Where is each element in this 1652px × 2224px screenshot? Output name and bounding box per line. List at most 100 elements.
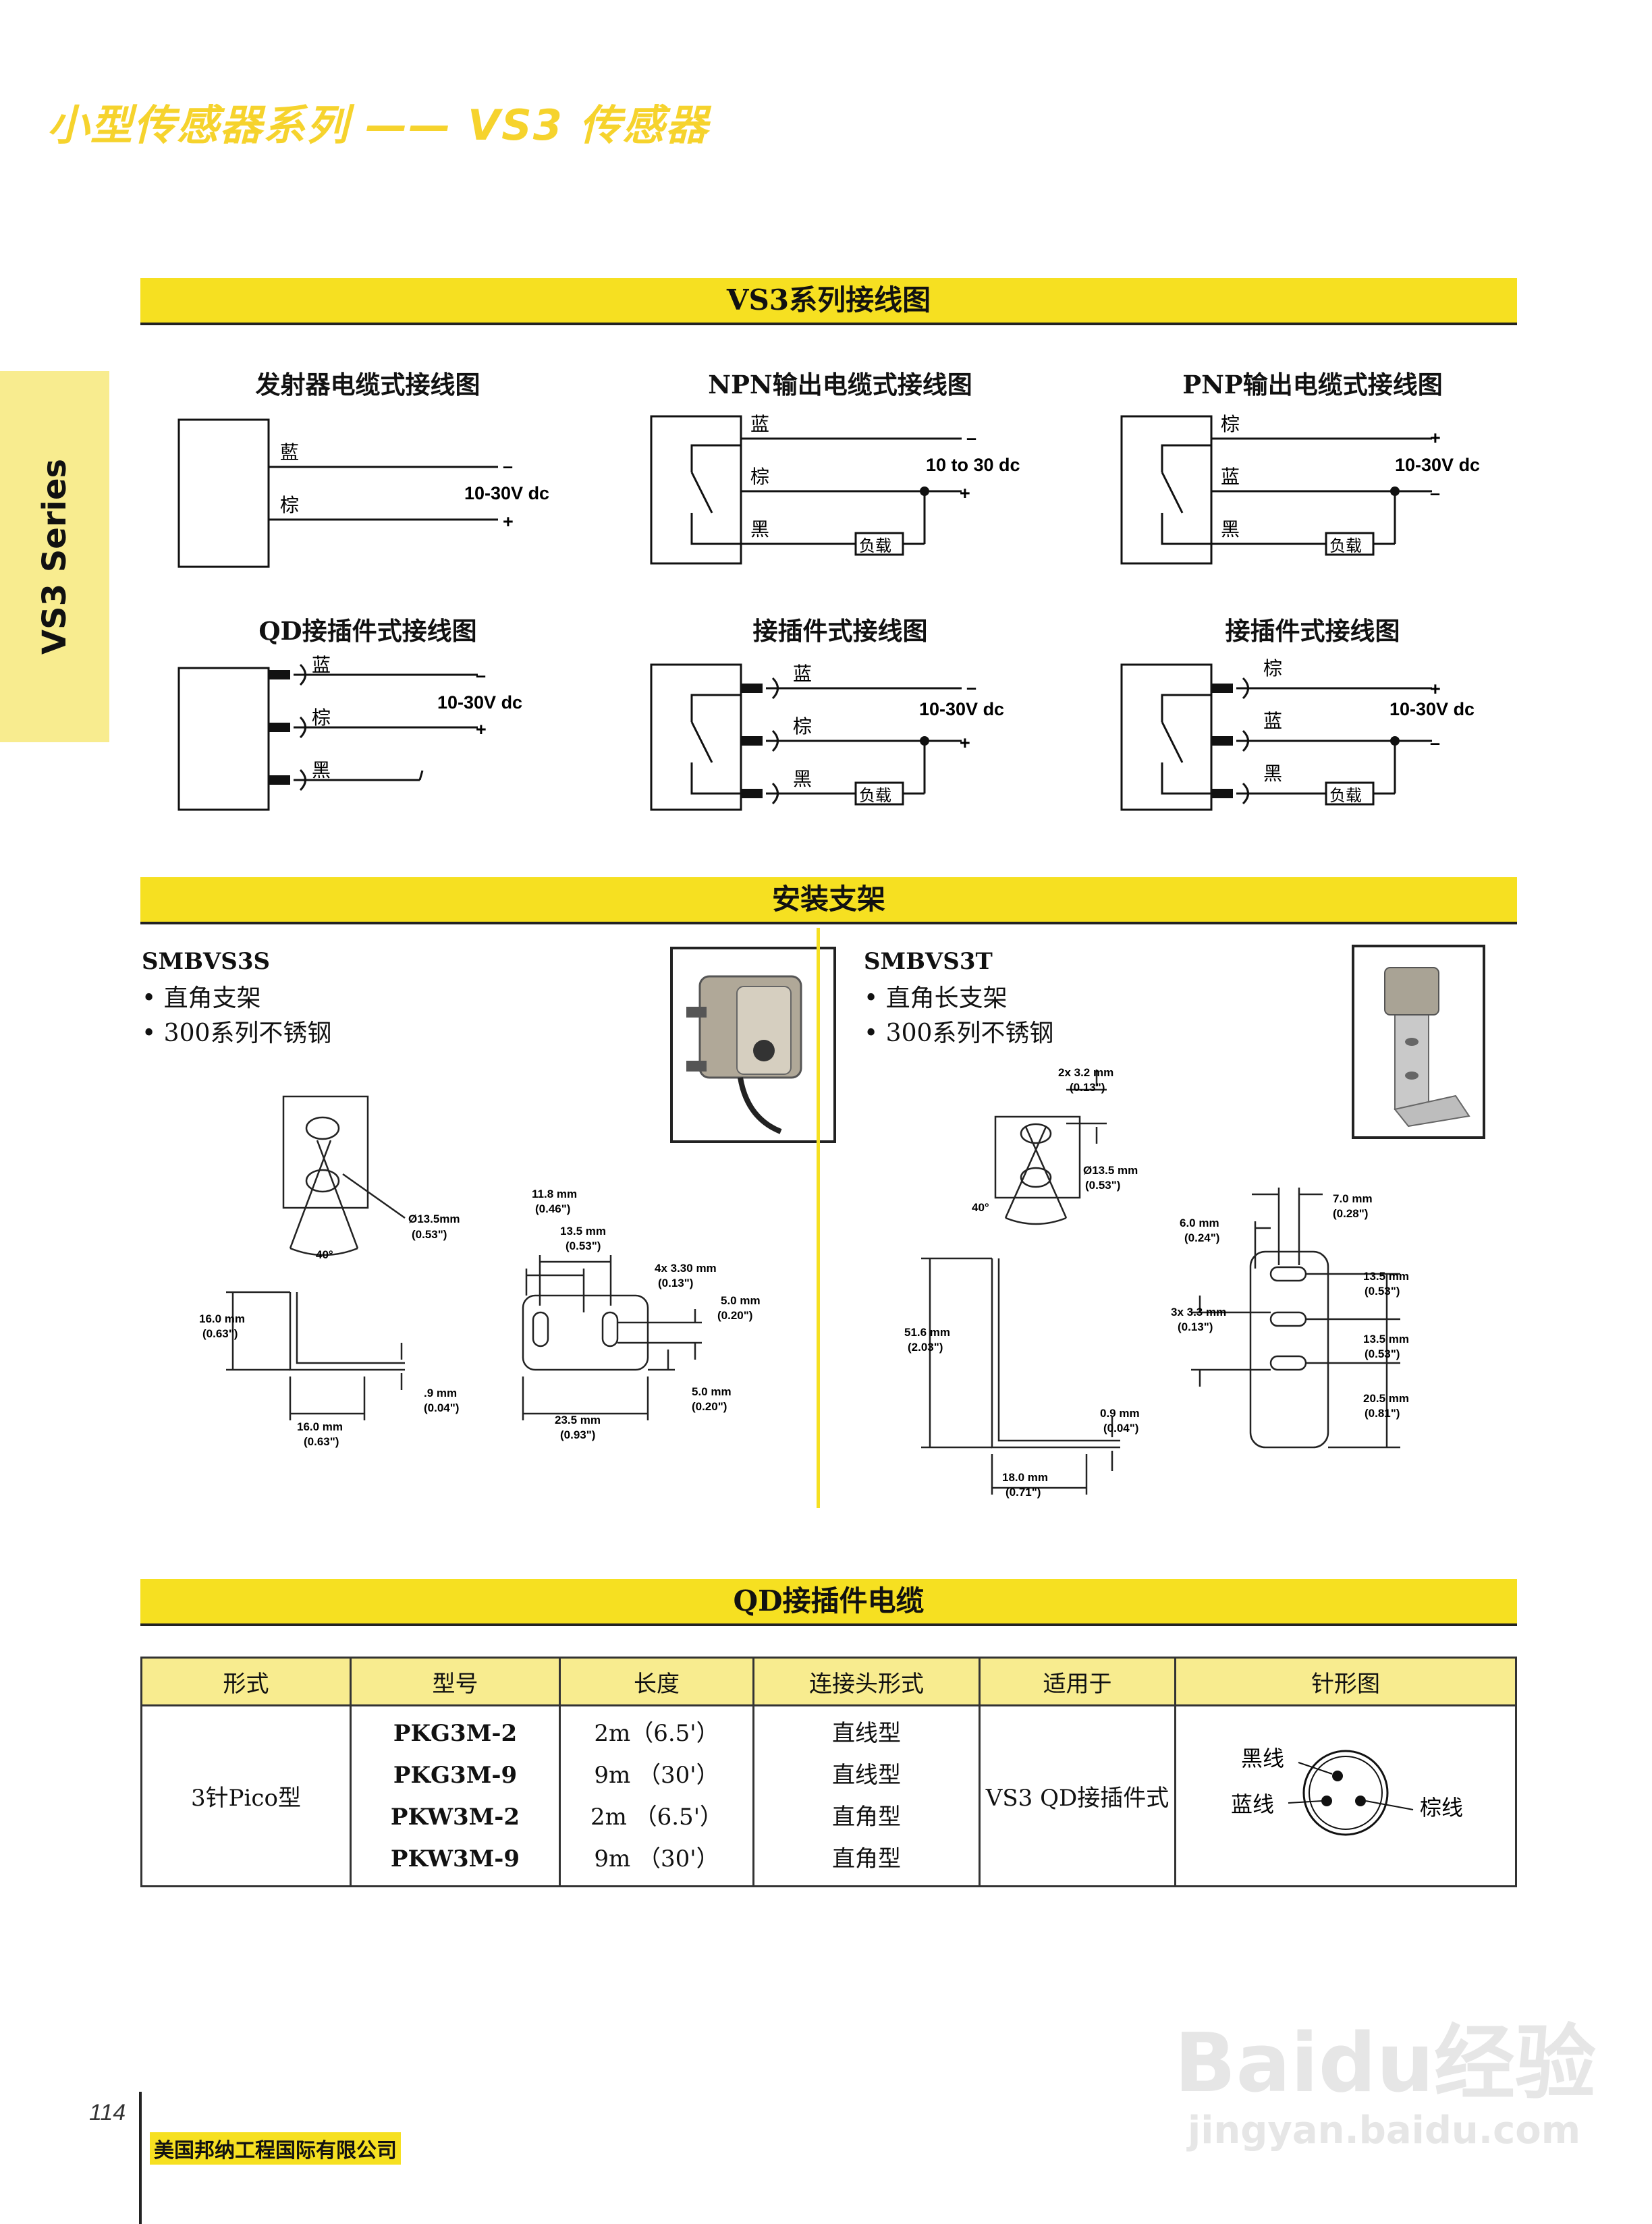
r-w-in: (0.71")	[1006, 1486, 1041, 1499]
d6-voltage: 10-30V dc	[1389, 699, 1475, 719]
diagram-title-2: NPN输出电缆式接线图	[708, 370, 972, 399]
col-applies: 适用于	[979, 1657, 1176, 1706]
pin-diagram: 黑线 蓝线 棕线	[1231, 1746, 1463, 1836]
l-d2: 13.5 mm	[560, 1225, 606, 1238]
r-d1-in: (0.28")	[1333, 1207, 1368, 1220]
l-d5: 5.0 mm	[692, 1385, 732, 1398]
connector-4: 直角型	[832, 1845, 901, 1872]
r-d2: 6.0 mm	[1180, 1217, 1219, 1229]
cable-band: QD接插件电缆	[140, 1579, 1517, 1626]
r-t: 0.9 mm	[1100, 1407, 1140, 1420]
r-h: 51.6 mm	[904, 1326, 950, 1339]
d1-sign-2: +	[503, 511, 514, 532]
model-cell: PKG3M-2 PKG3M-9 PKW3M-2 PKW3M-9	[350, 1705, 561, 1887]
length-cell: 2m（6.5'） 9m （30'） 2m （6.5'） 9m （30'）	[559, 1705, 754, 1887]
d3-wire-1: 棕	[1221, 413, 1240, 435]
brackets-band-title: 安装支架	[771, 883, 885, 916]
diagram-title-1: 发射器电缆式接线图	[255, 370, 480, 399]
footer-rule	[139, 2092, 142, 2224]
d5-wire-3: 黑	[793, 768, 812, 790]
d4-wire-2: 棕	[312, 706, 331, 729]
wiring-diagrams: 藍 棕 – + 10-30V dc 蓝 棕 黑 – + 10 to 30 dc …	[177, 413, 1480, 811]
r-d3: 13.5 mm	[1363, 1270, 1409, 1283]
l-h: 16.0 mm	[199, 1312, 245, 1325]
r-d6: 20.5 mm	[1363, 1392, 1409, 1405]
left-bullet-1: • 直角支架	[142, 984, 261, 1012]
l-d6-in: (0.93")	[560, 1428, 595, 1441]
r-d5: 13.5 mm	[1363, 1333, 1409, 1345]
d3-sign-2: –	[1430, 483, 1440, 503]
r-d1: 7.0 mm	[1333, 1192, 1373, 1205]
l-d3: 4x 3.30 mm	[655, 1262, 717, 1275]
l-w: 16.0 mm	[297, 1420, 343, 1433]
d5-load: 负载	[859, 786, 891, 805]
length-4: 9m （30'）	[594, 1845, 719, 1872]
d2-wire-3: 黑	[750, 518, 769, 540]
bracket-photo	[1352, 945, 1485, 1139]
d4-sign-2: +	[476, 719, 487, 740]
sensor-photo-image	[686, 975, 802, 1134]
d5-sign-2: +	[960, 733, 970, 753]
table-row: 3针Pico型 PKG3M-2 PKG3M-9 PKW3M-2 PKW3M-9 …	[140, 1705, 1517, 1887]
model-1: PKG3M-2	[393, 1719, 518, 1747]
l-t-in: (0.04")	[424, 1401, 459, 1414]
left-bracket-model: SMBVS3S	[142, 948, 271, 975]
l-d4-in: (0.20")	[717, 1309, 752, 1322]
cable-table: 形式 型号 长度 连接头形式 适用于 针形图 3针Pico型 PKG3M-2 P…	[140, 1657, 1517, 1887]
l-t: .9 mm	[424, 1387, 457, 1399]
d6-wire-2: 蓝	[1263, 710, 1282, 732]
watermark-main: Baidu经验	[1174, 2017, 1596, 2111]
col-length: 长度	[559, 1657, 754, 1706]
right-bracket-model: SMBVS3T	[864, 948, 993, 975]
r-t-in: (0.04")	[1103, 1422, 1138, 1435]
r-slot: 2x 3.2 mm	[1058, 1066, 1113, 1079]
r-d3-in: (0.53")	[1365, 1285, 1400, 1298]
d6-sign-1: +	[1430, 679, 1441, 699]
pin-blue: 蓝线	[1231, 1791, 1274, 1817]
brackets-band: 安装支架	[140, 877, 1517, 924]
bracket-divider	[817, 928, 820, 1508]
d5-wire-2: 棕	[793, 715, 812, 738]
r-slot-in: (0.13")	[1070, 1081, 1105, 1094]
pin-black: 黑线	[1241, 1746, 1284, 1771]
d1-sign-1: –	[503, 456, 513, 476]
bracket-drawings: Ø13.5mm (0.53") 40° 16.0 mm (0.63") 16.0…	[199, 1066, 1409, 1499]
pin-cell: 黑线 蓝线 棕线	[1174, 1705, 1517, 1887]
wiring-band-title: VS3系列接线图	[726, 283, 931, 316]
d4-voltage: 10-30V dc	[437, 692, 522, 713]
d4-wire-1: 蓝	[312, 654, 331, 676]
cable-band-title: QD接插件电缆	[733, 1584, 925, 1617]
model-2: PKG3M-9	[393, 1761, 518, 1789]
length-1: 2m（6.5'）	[594, 1719, 719, 1747]
connector-1: 直线型	[832, 1719, 901, 1747]
d3-wire-3: 黑	[1221, 518, 1240, 540]
d6-wire-1: 棕	[1263, 657, 1282, 679]
r-d5-in: (0.53")	[1365, 1347, 1400, 1360]
r-d2-in: (0.24")	[1184, 1231, 1219, 1244]
cable-table-header: 形式 型号 长度 连接头形式 适用于 针形图	[140, 1657, 1517, 1706]
d2-sign-2: +	[960, 483, 970, 503]
wiring-band: VS3系列接线图	[140, 278, 1517, 325]
d1-wire-1: 藍	[280, 441, 299, 464]
col-pins: 针形图	[1174, 1657, 1517, 1706]
r-h-in: (2.03")	[908, 1341, 943, 1354]
d6-wire-3: 黑	[1263, 762, 1282, 785]
connector-cell: 直线型 直线型 直角型 直角型	[752, 1705, 981, 1887]
pin-brown: 棕线	[1420, 1795, 1463, 1820]
page-title: 小型传感器系列 —— VS3 传感器	[47, 101, 709, 150]
l-w-in: (0.63")	[304, 1435, 339, 1448]
col-form: 形式	[140, 1657, 352, 1706]
r-angle: 40°	[972, 1201, 989, 1214]
diagram-title-6: 接插件式接线图	[1225, 616, 1400, 646]
l-hole: Ø13.5mm	[408, 1213, 460, 1225]
r-d4: 3x 3.3 mm	[1171, 1306, 1226, 1318]
r-hole: Ø13.5 mm	[1083, 1164, 1138, 1177]
l-h-in: (0.63")	[202, 1327, 238, 1340]
l-d6: 23.5 mm	[555, 1414, 601, 1426]
d1-wire-2: 棕	[280, 494, 299, 516]
l-hole-in: (0.53")	[412, 1228, 447, 1241]
length-3: 2m （6.5'）	[590, 1803, 723, 1831]
d4-sign-1: –	[476, 665, 486, 686]
col-model: 型号	[350, 1657, 561, 1706]
applies-cell: VS3 QD接插件式	[979, 1705, 1176, 1887]
